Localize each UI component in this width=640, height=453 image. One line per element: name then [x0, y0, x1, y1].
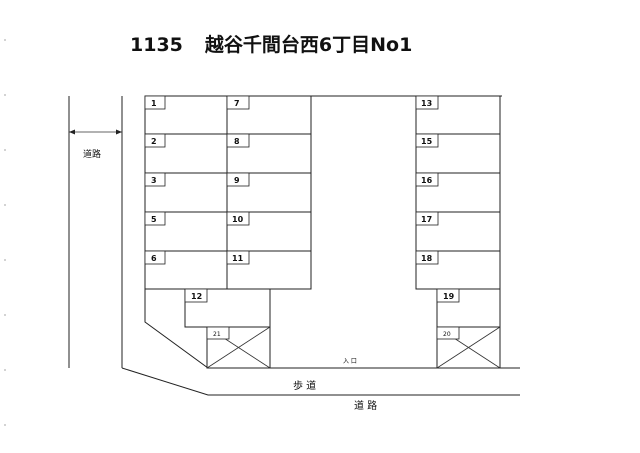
entrance-label: 入 口	[343, 358, 357, 365]
parking-space-2: 2	[144, 133, 228, 174]
space-number: 10	[232, 215, 244, 224]
space-number: 2	[151, 137, 157, 146]
parking-space-17: 17	[415, 211, 501, 252]
space-number: 13	[421, 99, 432, 108]
parking-space-11: 11	[226, 250, 312, 290]
space-number: 3	[151, 176, 157, 185]
space-number: 15	[421, 137, 433, 146]
space-number: 1	[151, 99, 157, 108]
parking-space-10: 10	[226, 211, 312, 252]
edge-marks	[4, 39, 6, 426]
road-width-arrow	[69, 129, 122, 135]
space-number: 8	[234, 137, 240, 146]
road-left-label: 道路	[83, 148, 101, 160]
space-number: 21	[213, 331, 221, 338]
space-number: 6	[151, 254, 157, 263]
parking-space-6: 6	[144, 250, 228, 290]
parking-space-15: 15	[415, 133, 501, 174]
road-bottom-label: 道 路	[354, 399, 377, 412]
space-number: 17	[421, 215, 432, 224]
parking-space-13: 13	[415, 95, 501, 135]
parking-space-18: 18	[415, 250, 501, 290]
parking-space-16: 16	[415, 172, 501, 213]
page-title: 1135 越谷千間台西6丁目No1	[130, 30, 412, 57]
space-number: 9	[234, 176, 240, 185]
space-number: 19	[443, 292, 455, 301]
space-number: 20	[443, 331, 451, 338]
space-number: 11	[232, 254, 244, 263]
parking-space-9: 9	[226, 172, 312, 213]
sidewalk-label: 歩 道	[293, 379, 316, 392]
space-number: 5	[151, 215, 157, 224]
space-number: 16	[421, 176, 433, 185]
parking-space-21: 21	[206, 326, 271, 369]
title-code: 1135	[130, 34, 183, 56]
parking-space-20: 20	[436, 326, 501, 369]
parking-space-3: 3	[144, 172, 228, 213]
space-number: 7	[234, 99, 240, 108]
parking-space-5: 5	[144, 211, 228, 252]
parking-space-12: 12	[184, 288, 271, 328]
parking-space-7: 7	[226, 95, 312, 135]
space-number: 18	[421, 254, 433, 263]
title-name: 越谷千間台西6丁目No1	[204, 34, 413, 56]
space-number: 12	[191, 292, 202, 301]
parking-space-1: 1	[144, 95, 228, 135]
parking-space-19: 19	[436, 288, 501, 328]
parking-space-8: 8	[226, 133, 312, 174]
sidewalk-edge	[121, 367, 520, 396]
